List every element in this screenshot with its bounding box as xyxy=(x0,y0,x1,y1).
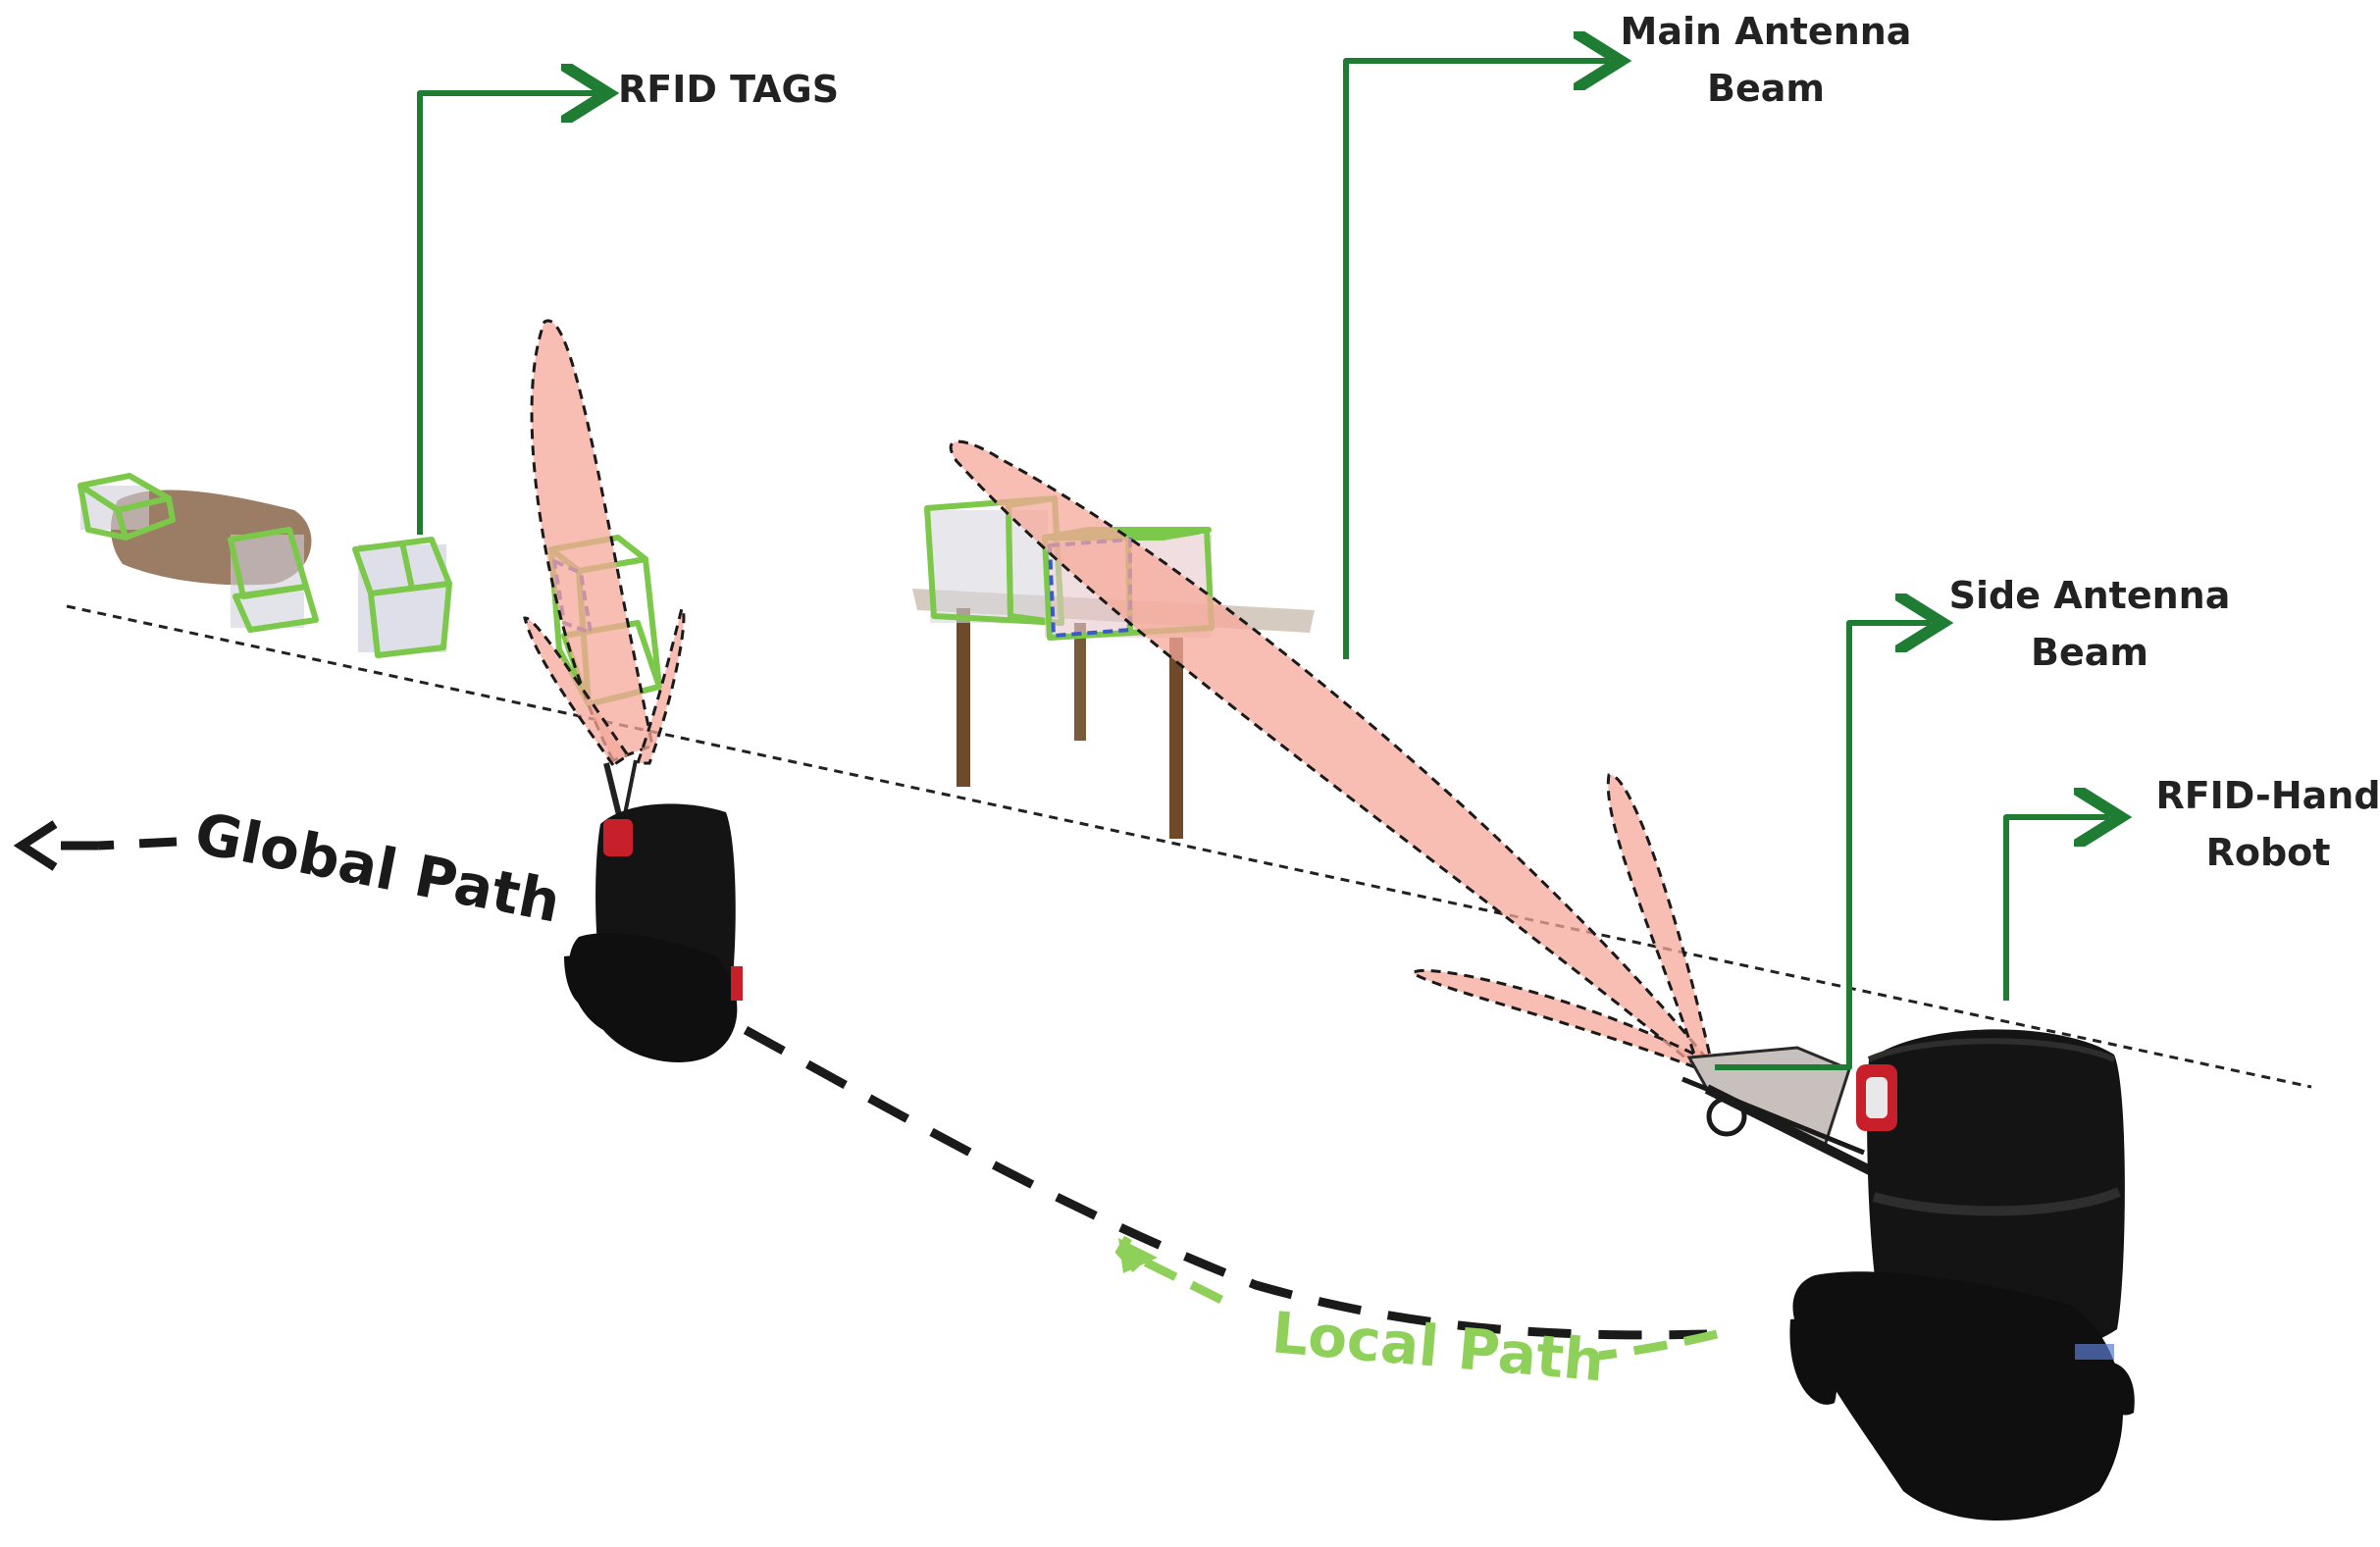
local-path-line xyxy=(1598,1329,1719,1361)
right-robot-beams xyxy=(949,439,1714,1071)
main-beam-line-2: Beam xyxy=(1707,67,1825,110)
ground-reference-line xyxy=(66,604,2312,1089)
local-path-arrow xyxy=(1126,1249,1224,1305)
local-path-label: Local Path xyxy=(1269,1299,1607,1394)
main-beam-line-1: Main Antenna xyxy=(1620,10,1912,53)
tag-box xyxy=(924,495,1064,626)
rfid-tag-boxes xyxy=(78,473,1215,707)
rfid-tags-label: RFID TAGS xyxy=(618,61,839,118)
main-beam-callout xyxy=(1343,61,1609,659)
rfid-tags-text: RFID TAGS xyxy=(618,68,840,111)
antenna-panel xyxy=(1686,1046,1851,1149)
robot-callout xyxy=(2003,817,2109,1001)
rfid-tags-callout xyxy=(417,93,596,535)
tag-box xyxy=(228,527,319,633)
global-path-arrowhead xyxy=(13,820,58,871)
rfid-hand-robot-label: RFID-Hand Robot xyxy=(2141,767,2380,881)
local-path-arrowhead-fill xyxy=(1118,1238,1158,1273)
side-beam-line-1: Side Antenna xyxy=(1948,574,2231,617)
global-path-arrow xyxy=(61,837,178,851)
main-antenna-beam xyxy=(949,439,1712,1069)
tag-box xyxy=(78,473,176,541)
robot-line-1: RFID-Hand xyxy=(2155,774,2380,817)
robot-line-2: Robot xyxy=(2205,831,2331,874)
side-antenna-beam-label: Side Antenna Beam xyxy=(1933,567,2247,681)
global-path-line xyxy=(743,1026,1708,1340)
main-antenna-beam-label: Main Antenna Beam xyxy=(1609,3,1923,117)
side-beam-callout xyxy=(1715,623,1931,1070)
callouts xyxy=(417,61,2109,1070)
left-robot xyxy=(564,759,743,1062)
global-path-label: Global Path xyxy=(189,799,565,936)
right-robot xyxy=(1682,1029,2135,1521)
tag-box xyxy=(352,537,452,658)
side-antenna-beam xyxy=(1606,773,1714,1071)
side-beam-line-2: Beam xyxy=(2031,631,2148,674)
left-robot-beams xyxy=(523,319,686,768)
side-antenna-beam-lower xyxy=(1410,968,1708,1069)
